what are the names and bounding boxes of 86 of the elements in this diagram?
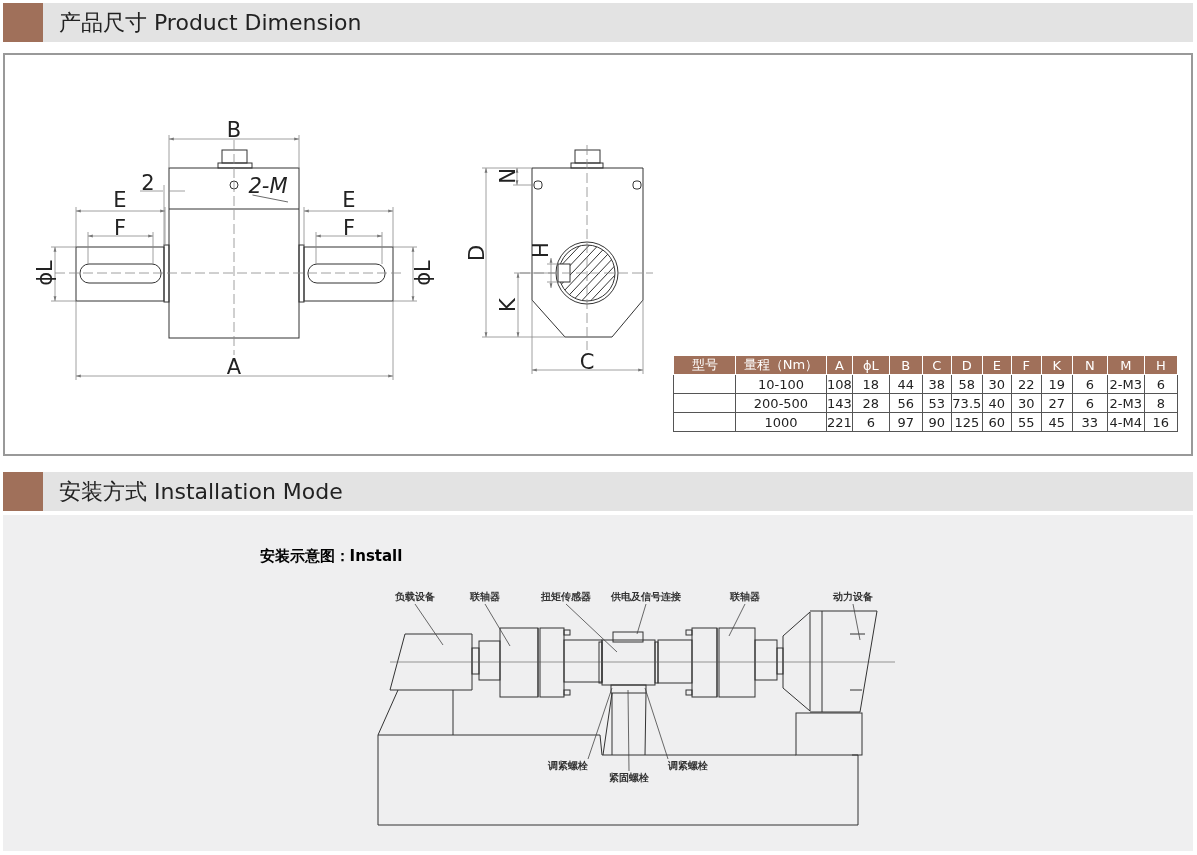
- table-value: 125: [951, 412, 983, 432]
- dimension-label: 2: [141, 171, 155, 195]
- dimension-label: ϕL: [411, 260, 435, 286]
- leader-line: [627, 689, 630, 772]
- table-value: 56: [889, 393, 923, 413]
- table-value: 58: [951, 374, 983, 394]
- dimension-label: D: [465, 244, 489, 262]
- leader-line: [484, 603, 511, 647]
- table-value: 73.5: [951, 393, 983, 413]
- leader-line: [565, 603, 618, 653]
- table-value: 2-M3: [1107, 374, 1145, 394]
- part-label: 紧固螺栓: [609, 771, 649, 785]
- table-value: 16: [1144, 412, 1178, 432]
- table-value: 6: [1072, 393, 1108, 413]
- table-value: 2-M3: [1107, 393, 1145, 413]
- part-label: 调紧螺栓: [668, 759, 708, 773]
- table-header: D: [951, 355, 983, 375]
- table-value: 22: [1011, 374, 1042, 394]
- dimension-label: E: [113, 188, 127, 212]
- leader-line: [587, 687, 613, 760]
- part-label: 联轴器: [470, 590, 500, 604]
- dimension-label: B: [226, 118, 242, 142]
- table-header: 量程（Nm）: [735, 355, 827, 375]
- table-header: A: [826, 355, 853, 375]
- table-value: 200-500: [735, 393, 827, 413]
- table-value: 8: [1144, 393, 1178, 413]
- table-value: 53: [922, 393, 952, 413]
- dimension-label: H: [529, 242, 553, 258]
- table-header: K: [1041, 355, 1073, 375]
- dimension-label: N: [496, 168, 520, 184]
- table-value: 40: [982, 393, 1012, 413]
- table-value: 4-M4: [1107, 412, 1145, 432]
- part-label: 调紧螺栓: [548, 759, 588, 773]
- table-value: 6: [852, 412, 890, 432]
- dimension-label: C: [579, 350, 595, 374]
- dimension-label: ϕL: [33, 260, 57, 286]
- table-header: C: [922, 355, 952, 375]
- dimension-label: A: [226, 355, 242, 379]
- drawing-title: 安装示意图：Install: [259, 546, 403, 566]
- table-value: 108: [826, 374, 853, 394]
- table-value: 19: [1041, 374, 1073, 394]
- table-value: 30: [982, 374, 1012, 394]
- part-label: 负载设备: [395, 590, 435, 604]
- table-header: M: [1107, 355, 1145, 375]
- table-value: 60: [982, 412, 1012, 432]
- table-header: H: [1144, 355, 1178, 375]
- part-label: 联轴器: [730, 590, 760, 604]
- table-header: B: [889, 355, 923, 375]
- table-header: E: [982, 355, 1012, 375]
- table-value: 10-100: [735, 374, 827, 394]
- dimension-label: F: [113, 216, 127, 240]
- table-header: ϕL: [852, 355, 890, 375]
- table-value: 143: [826, 393, 853, 413]
- leader-line: [644, 687, 669, 760]
- leader-line: [252, 194, 289, 203]
- dimension-label: K: [496, 298, 520, 312]
- table-value: 221: [826, 412, 853, 432]
- table-value: 27: [1041, 393, 1073, 413]
- table-value: 28: [852, 393, 890, 413]
- table-value: 30: [1011, 393, 1042, 413]
- dimension-label: E: [342, 188, 356, 212]
- table-value: 90: [922, 412, 952, 432]
- table-value: 97: [889, 412, 923, 432]
- leader-line: [728, 603, 746, 637]
- table-value: 55: [1011, 412, 1042, 432]
- table-value: 44: [889, 374, 923, 394]
- table-value: 45: [1041, 412, 1073, 432]
- dimension-label: F: [342, 216, 356, 240]
- table-value: 38: [922, 374, 952, 394]
- part-label: 供电及信号连接: [611, 590, 681, 604]
- table-header: F: [1011, 355, 1042, 375]
- table-value: 18: [852, 374, 890, 394]
- section-header: 产品尺寸 Product Dimension: [3, 3, 1193, 42]
- leader-line: [414, 603, 444, 646]
- table-value: 6: [1144, 374, 1178, 394]
- callout-label: 2-M: [248, 174, 288, 198]
- leader-line: [852, 603, 861, 641]
- part-label: 扭矩传感器: [541, 590, 591, 604]
- section-header: 安装方式 Installation Mode: [3, 472, 1193, 511]
- leader-line: [636, 603, 647, 635]
- table-header: 型号: [673, 355, 736, 375]
- part-label: 动力设备: [833, 590, 873, 604]
- table-value: 1000: [735, 412, 827, 432]
- table-value: 33: [1072, 412, 1108, 432]
- table-header: N: [1072, 355, 1108, 375]
- table-value: 6: [1072, 374, 1108, 394]
